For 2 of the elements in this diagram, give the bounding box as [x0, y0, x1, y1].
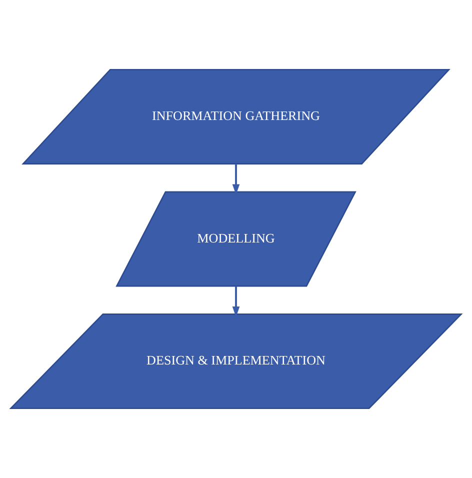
arrow	[232, 286, 240, 318]
arrow	[232, 164, 240, 195]
